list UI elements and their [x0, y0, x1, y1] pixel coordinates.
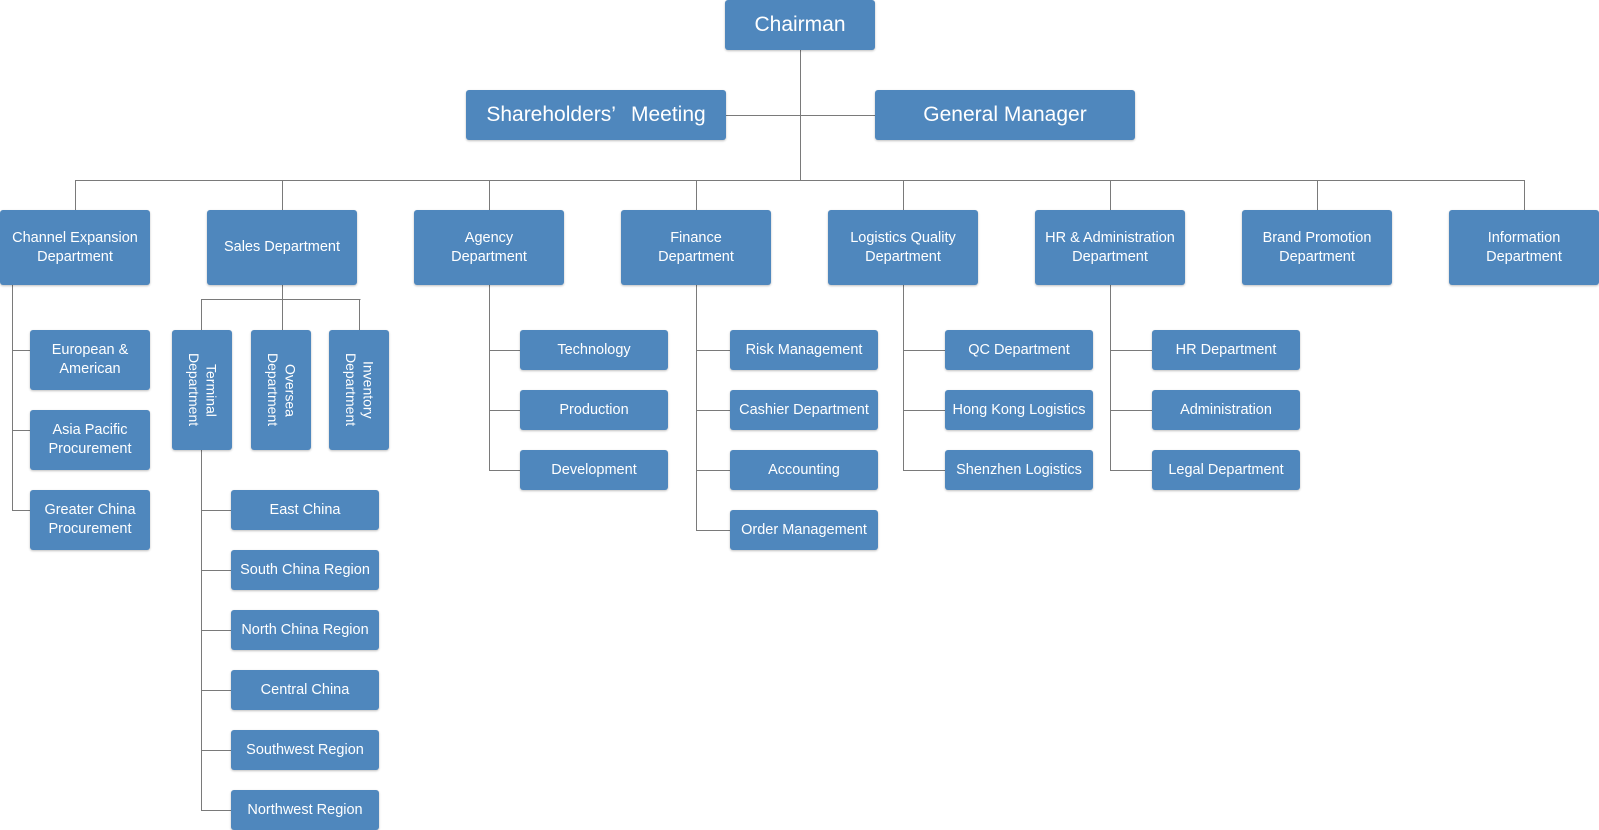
terminal-department-node: Terminal Department: [172, 330, 232, 450]
brand-promotion-department: Brand Promotion Department: [1242, 210, 1392, 285]
east-china-node: East China: [231, 490, 379, 530]
north-china-region-node: North China Region: [231, 610, 379, 650]
connector-logistics-subs: [903, 285, 945, 471]
connector-terminal-regions: [201, 450, 231, 811]
legal-department-node: Legal Department: [1152, 450, 1300, 490]
risk-management-node: Risk Management: [730, 330, 878, 370]
production-node: Production: [520, 390, 668, 430]
sales-department: Sales Department: [207, 210, 357, 285]
south-china-region-node: South China Region: [231, 550, 379, 590]
channel-expansion-department: Channel Expansion Department: [0, 210, 150, 285]
european-american-node: European & American: [30, 330, 150, 390]
qc-department-node: QC Department: [945, 330, 1093, 370]
central-china-node: Central China: [231, 670, 379, 710]
asia-pacific-procurement-node: Asia Pacific Procurement: [30, 410, 150, 470]
cashier-department-node: Cashier Department: [730, 390, 878, 430]
technology-node: Technology: [520, 330, 668, 370]
chairman-node: Chairman: [725, 0, 875, 50]
finance-department: Finance Department: [621, 210, 771, 285]
southwest-region-node: Southwest Region: [231, 730, 379, 770]
information-department: Information Department: [1449, 210, 1599, 285]
accounting-node: Accounting: [730, 450, 878, 490]
connector-agency-subs: [489, 285, 520, 471]
agency-department: Agency Department: [414, 210, 564, 285]
order-management-node: Order Management: [730, 510, 878, 550]
general-manager-node: General Manager: [875, 90, 1135, 140]
hong-kong-logistics-node: Hong Kong Logistics: [945, 390, 1093, 430]
northwest-region-node: Northwest Region: [231, 790, 379, 830]
connector-dept-drops: [75, 180, 1525, 210]
shareholders-meeting-node: Shareholders’ Meeting: [466, 90, 726, 140]
connector-sales-subs: [201, 285, 361, 330]
inventory-department-node: Inventory Department: [329, 330, 389, 450]
connector-finance-subs: [696, 285, 730, 531]
hr-administration-department: HR & Administration Department: [1035, 210, 1185, 285]
logistics-quality-department: Logistics Quality Department: [828, 210, 978, 285]
connector-channel-subs: [12, 285, 30, 511]
hr-department-node: HR Department: [1152, 330, 1300, 370]
shenzhen-logistics-node: Shenzhen Logistics: [945, 450, 1093, 490]
oversea-department-node: Oversea Department: [251, 330, 311, 450]
connector-hr-subs: [1110, 285, 1152, 471]
greater-china-procurement-node: Greater China Procurement: [30, 490, 150, 550]
development-node: Development: [520, 450, 668, 490]
administration-node: Administration: [1152, 390, 1300, 430]
